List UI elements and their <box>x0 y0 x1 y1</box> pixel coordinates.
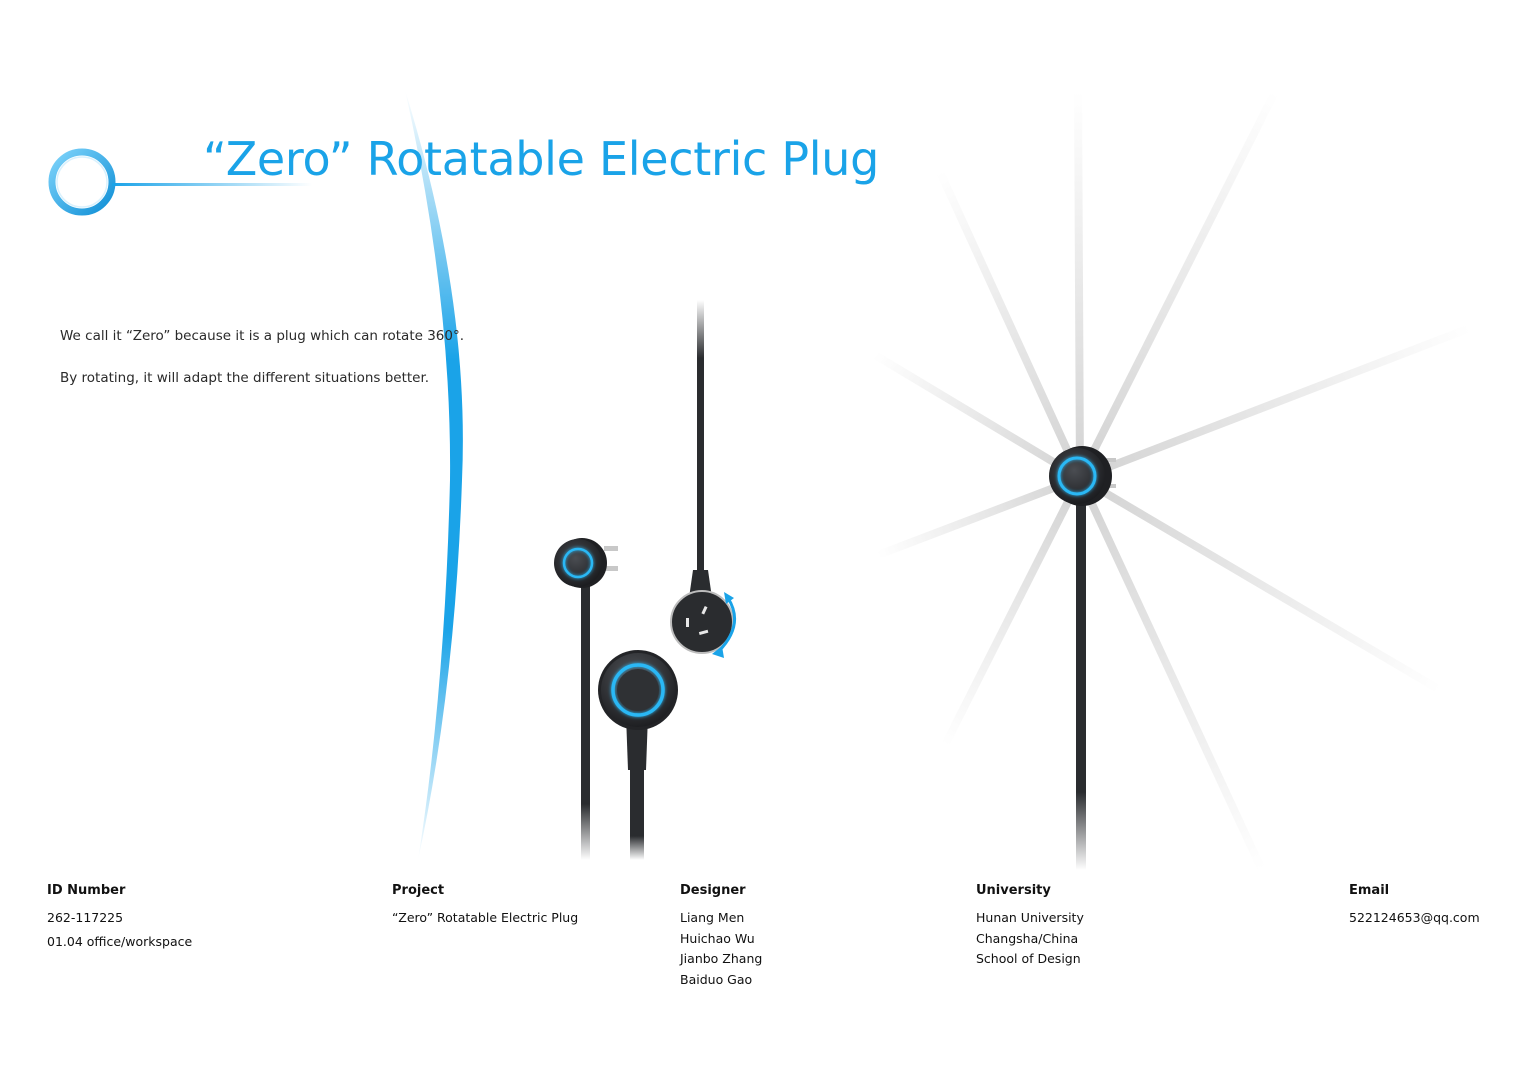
description-line-2: By rotating, it will adapt the different… <box>60 370 430 386</box>
info-label: Project <box>392 883 445 898</box>
info-id-number: ID Number 262-117225 01.04 office/worksp… <box>47 883 192 952</box>
ghost-spoke-5 <box>1076 476 1266 872</box>
info-label: Designer <box>680 883 746 898</box>
ghost-spoke-1 <box>1074 91 1084 479</box>
header-line <box>112 183 312 186</box>
info-value: Jianbo Zhang <box>680 951 763 966</box>
ghost-spoke-6 <box>941 476 1084 747</box>
ghost-spoke-4 <box>1077 474 1443 694</box>
plug-rotating <box>1049 446 1116 870</box>
info-label: ID Number <box>47 883 126 898</box>
info-value: Liang Men <box>680 910 745 925</box>
plug-side-view <box>554 538 618 860</box>
ghost-spoke-3 <box>1078 324 1472 482</box>
ghost-spoke-8 <box>872 351 1083 482</box>
ghost-spoke-9 <box>936 170 1084 480</box>
rotation-spokes <box>872 90 1472 872</box>
info-value: Baiduo Gao <box>680 971 753 987</box>
info-designer: Designer Liang Men Huichao Wu Jianbo Zha… <box>680 883 762 990</box>
page-title: “Zero” Rotatable Electric Plug <box>203 132 880 186</box>
info-value: 262-117225 <box>47 910 124 925</box>
info-value: Huichao Wu <box>680 930 755 946</box>
plug-front-view <box>598 650 678 860</box>
logo-ring-icon <box>48 148 116 216</box>
ghost-spoke-2 <box>1076 90 1279 480</box>
description-line-1: We call it “Zero” because it is a plug w… <box>60 328 465 344</box>
info-university: University Hunan University Changsha/Chi… <box>976 883 1084 970</box>
info-value: 522124653@qq.com <box>1349 910 1480 925</box>
info-value: School of Design <box>976 951 1081 966</box>
info-email: Email 522124653@qq.com <box>1349 883 1480 929</box>
info-label: Email <box>1349 883 1390 898</box>
info-value: 01.04 office/workspace <box>47 933 193 949</box>
info-value: Hunan University <box>976 910 1084 925</box>
ghost-spoke-7 <box>876 474 1082 559</box>
rotation-arrow-icon <box>712 592 736 658</box>
decorative-arc <box>405 90 463 860</box>
info-label: University <box>976 883 1051 898</box>
info-value: “Zero” Rotatable Electric Plug <box>392 910 579 925</box>
info-project: Project “Zero” Rotatable Electric Plug <box>392 883 578 929</box>
info-value: Changsha/China <box>976 930 1079 946</box>
plug-pin-view <box>670 300 734 654</box>
